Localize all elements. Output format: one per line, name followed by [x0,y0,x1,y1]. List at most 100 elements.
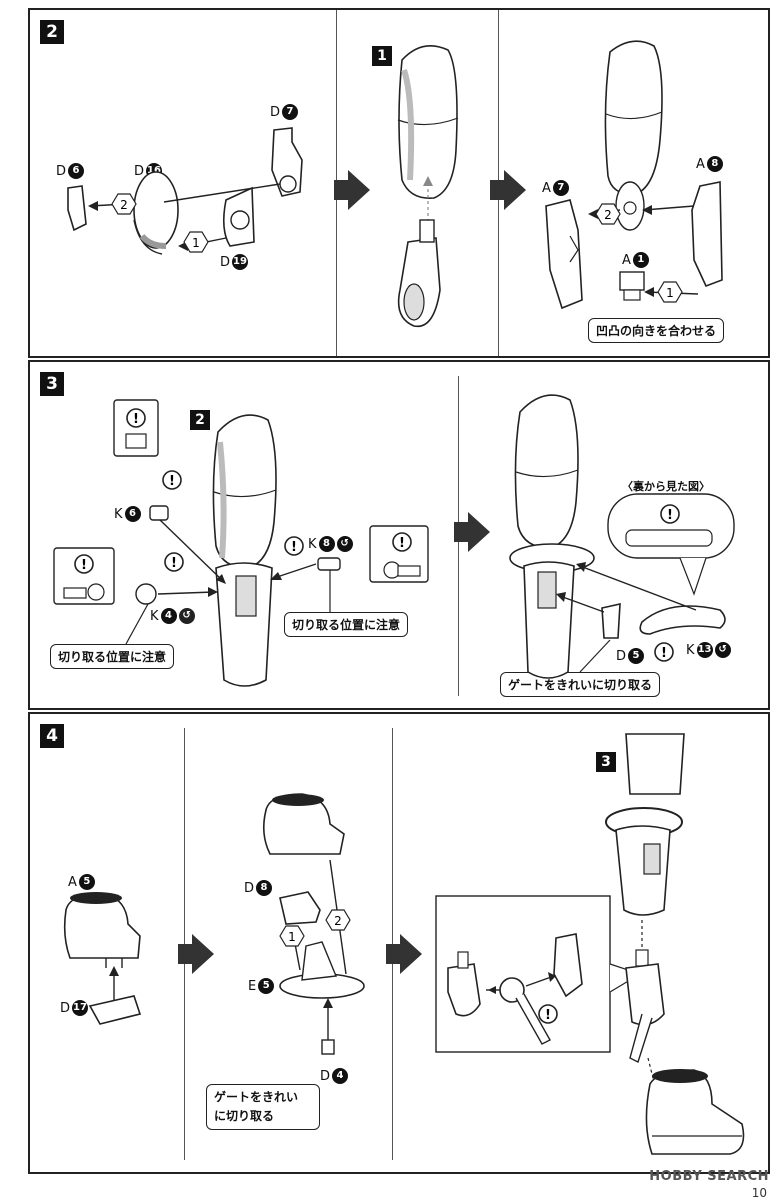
part-letter: K [114,506,123,522]
part-d4-shape [321,1039,335,1055]
svg-text:1: 1 [666,286,674,300]
back-view-panel [607,493,735,559]
part-number: 13 [696,642,713,658]
order-2-marker [111,193,137,215]
svg-text:!: ! [133,412,139,427]
part-k13-shape [639,605,726,635]
part-letter: D [270,104,281,120]
leg-assembly-shape [514,394,579,549]
shoe-shape [645,1069,745,1155]
svg-text:1: 1 [288,930,296,944]
svg-text:!: ! [171,556,177,571]
part-number: 1 [632,252,649,268]
part-letter: D [220,254,231,270]
part-letter: D [56,163,67,179]
flow-arrow [490,170,526,210]
lower-leg-shape [625,733,685,795]
note-text: ゲートをきれい に切り取る [214,1090,299,1123]
part-number: 4 [332,1068,349,1084]
svg-text:!: ! [169,474,175,489]
part-letter: K [686,642,695,658]
part-number: 4 [160,608,177,624]
part-letter: A [622,252,631,268]
part-a7-shape [545,199,583,310]
part-number: 8 [706,156,723,172]
part-a8-shape [691,181,723,288]
part-number: 6 [124,506,141,522]
step-2-illustration: 2 1 2 [67,40,723,328]
part-a4-shape [447,963,481,1017]
hobby-search-logo: HOBBY SEARCH [649,1169,769,1184]
part-d17-shape [88,995,142,1025]
page-number: 10 [751,1186,767,1200]
step-4-panel: 4 3 A5 D17 D8 E5 D4 A4 A2 A10 ゲートをきれい に切… [28,712,770,1174]
part-letter: A [696,156,705,172]
order-1-marker [183,231,209,253]
svg-text:!: ! [667,508,673,523]
part-letter: A [542,180,551,196]
subassembly-ref-1: 1 [372,46,392,66]
part-d8-shape [279,891,321,925]
svg-text:2: 2 [604,208,612,222]
svg-text:!: ! [399,536,405,551]
rubber-mark-icon: ↺ [714,642,731,658]
part-letter: D [616,648,627,664]
svg-text:2: 2 [334,914,342,928]
flow-arrow [334,170,370,210]
step-4-illustration: 1 2 ! [63,733,745,1155]
part-letter: D [320,1068,331,1084]
caution-box [113,399,159,457]
part-number: 7 [282,104,299,120]
subassembly-ref-3: 3 [596,752,616,772]
part-letter: K [308,536,317,552]
back-view-caption: 〈裏から見た図〉 [622,480,710,493]
part-number: 19 [232,254,249,270]
part-d5-shape [601,602,621,639]
svg-text:!: ! [545,1008,551,1023]
note-cut-position-right: 切り取る位置に注意 [284,612,409,637]
part-a10-shape [553,933,583,998]
svg-text:!: ! [291,540,297,555]
part-letter: D [134,163,145,179]
step-2-number: 2 [40,20,64,44]
subassembly-ref-2: 2 [190,410,210,430]
flow-arrow [386,934,422,974]
step-3-number: 3 [40,372,64,396]
part-number: 5 [78,874,95,890]
note-align-notches: 凹凸の向きを合わせる [588,318,725,343]
part-d16-shape [133,171,179,249]
svg-text:2: 2 [120,198,128,212]
part-number: 5 [628,648,645,664]
part-number: 8 [318,536,335,552]
part-number: 17 [72,1000,89,1016]
svg-text:1: 1 [192,236,200,250]
note-clean-gate-2: ゲートをきれい に切り取る [206,1084,320,1130]
logo-text: HOBBY SEARCH [649,1169,769,1184]
upper-leg-shape [604,40,663,195]
svg-text:!: ! [661,646,667,661]
flow-arrow [454,512,490,552]
part-letter: D [244,880,255,896]
note-cut-position-left: 切り取る位置に注意 [50,644,175,669]
step-3-illustration: ! ! ! ! ! ! [53,394,735,687]
part-d6-shape [67,185,87,232]
rubber-mark-icon: ↺ [178,608,195,624]
part-k8-shape [317,557,341,571]
step-4-number: 4 [40,724,64,748]
leg-assembly-shape [212,414,277,569]
note-clean-gate: ゲートをきれいに切り取る [500,672,661,697]
